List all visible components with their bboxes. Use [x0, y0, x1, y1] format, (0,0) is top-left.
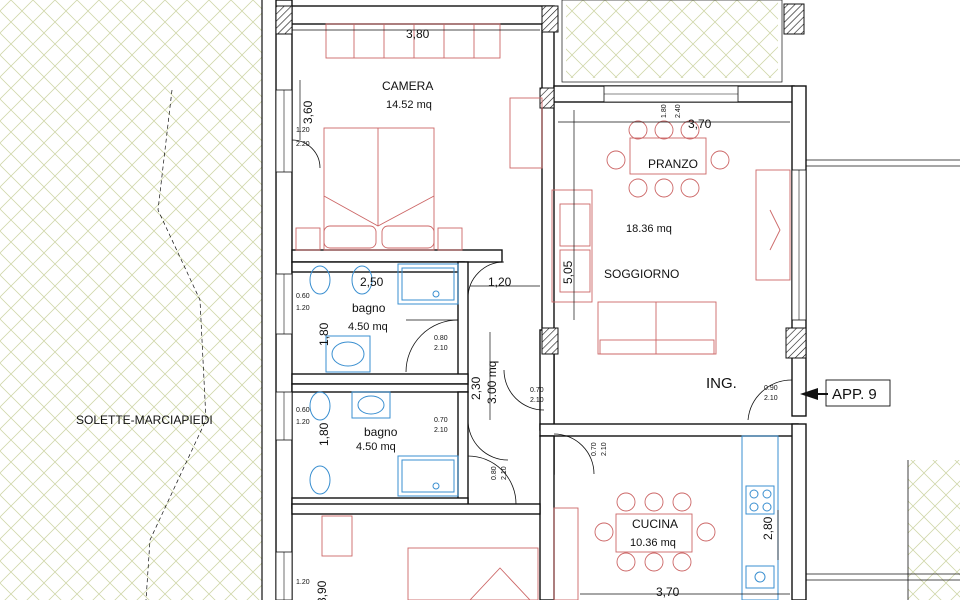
pranzo-name: PRANZO — [648, 157, 698, 171]
cucina-name: CUCINA — [632, 517, 678, 531]
dim-living-depth: 5,05 — [561, 260, 575, 284]
door-b1-a: 0.80 — [434, 335, 448, 342]
soggiorno-name: SOGGIORNO — [604, 267, 679, 281]
dim-kitchen-depth: 2,80 — [761, 516, 775, 540]
bagno2-win-a: 0.60 — [296, 407, 310, 414]
dim-bagno2-depth: 1,80 — [317, 422, 331, 446]
dim-bagno-width: 2,50 — [360, 275, 384, 289]
bagno2-name: bagno — [364, 425, 398, 439]
cam-win-b: 2.20 — [296, 141, 310, 148]
door-b2-a: 0.70 — [434, 417, 448, 424]
dim-kitchen-width: 3,70 — [656, 585, 680, 599]
soggiorno-area: 18.36 mq — [626, 223, 672, 235]
entry-label: ING. — [706, 375, 737, 392]
bagno2-area: 4.50 mq — [356, 441, 396, 453]
bagno1-area: 4.50 mq — [348, 321, 388, 333]
camera-name: CAMERA — [382, 79, 433, 93]
door-b2-b: 2.10 — [434, 427, 448, 434]
solette-label: SOLETTE-MARCIAPIEDI — [76, 413, 213, 427]
terrace-area — [0, 0, 263, 600]
dimension-lines — [292, 29, 891, 595]
fixtures — [309, 263, 779, 600]
bagno1-win-a: 0.60 — [296, 293, 310, 300]
cam-win-a: 1.20 — [296, 127, 310, 134]
dim-corridor-length: 2,30 — [469, 376, 483, 400]
doors — [291, 139, 793, 505]
left-windows — [275, 85, 960, 600]
furniture — [295, 23, 791, 600]
pranzo-win-b: 2.40 — [675, 104, 682, 118]
cucina-area: 10.36 mq — [630, 537, 676, 549]
door-kit-b: 2.10 — [601, 442, 608, 456]
corridor-area: 3.00 mq — [485, 361, 499, 404]
room-labels: SOLETTE-MARCIAPIEDI CAMERA 14.52 mq bagn… — [76, 79, 877, 549]
dim-bagno1-depth: 1,80 — [317, 322, 331, 346]
door-bed2-b: 2.10 — [501, 466, 508, 480]
dimension-labels: 3,80 3,60 2,50 1,80 1,80 1,20 2,30 3.00 … — [301, 27, 775, 600]
bottom-win-a: 1.20 — [296, 579, 310, 586]
entry-a: 0.90 — [764, 385, 778, 392]
camera-area: 14.52 mq — [386, 99, 432, 111]
entry-b: 2.10 — [764, 395, 778, 402]
door-bed2-a: 0.80 — [491, 466, 498, 480]
dim-bottom-depth: 3,90 — [315, 580, 329, 600]
bagno1-name: bagno — [352, 301, 386, 315]
bagno1-win-b: 1.20 — [296, 305, 310, 312]
opening-labels: 1.20 2.20 0.60 1.20 0.60 1.20 1.20 1.80 … — [296, 104, 778, 586]
dim-camera-width: 3,80 — [406, 27, 430, 41]
bagno2-win-b: 1.20 — [296, 419, 310, 426]
door-corr-a: 0.70 — [530, 387, 544, 394]
bottom-right-steps — [907, 460, 960, 600]
apartment-label: APP. 9 — [832, 386, 877, 403]
dim-corridor-width: 1,20 — [488, 275, 512, 289]
door-kit-a: 0.70 — [591, 442, 598, 456]
pranzo-win-a: 1.80 — [661, 104, 668, 118]
dim-camera-depth: 3,60 — [301, 100, 315, 124]
dim-living-width: 3,70 — [688, 117, 712, 131]
door-corr-b: 2.10 — [530, 397, 544, 404]
balcony-top — [561, 0, 783, 83]
door-b1-b: 2.10 — [434, 345, 448, 352]
